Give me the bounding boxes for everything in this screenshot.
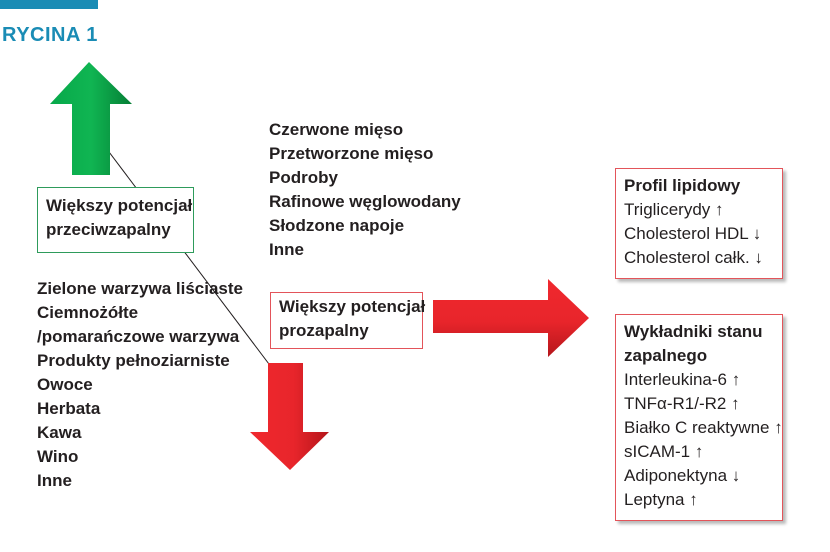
marker-item: sICAM-1 ↑ — [624, 442, 704, 461]
marker-item: TNFα-R1/-R2 ↑ — [624, 394, 740, 413]
list-item: Ciemnożółte — [37, 303, 139, 322]
list-item: /pomarańczowe warzywa — [37, 327, 240, 346]
lipid-profile-title: Profil lipidowy — [624, 176, 741, 195]
lipid-item: Cholesterol całk. ↓ — [624, 248, 763, 267]
marker-item: Białko C reaktywne ↑ — [624, 418, 783, 437]
list-item: Herbata — [37, 399, 101, 418]
pro-box-line-1: Większy potencjał — [279, 297, 426, 316]
figure-label: RYCINA 1 — [2, 24, 98, 46]
list-item: Kawa — [37, 423, 82, 442]
marker-item: Leptyna ↑ — [624, 490, 698, 509]
list-item: Wino — [37, 447, 79, 466]
marker-item: Adiponektyna ↓ — [624, 466, 741, 485]
list-item: Przetworzone mięso — [269, 144, 434, 163]
arrow-right-red-icon — [433, 279, 589, 357]
list-item: Słodzone napoje — [269, 216, 405, 235]
title-accent-bar — [0, 0, 98, 9]
inflammation-markers-box: Wykładniki stanu zapalnego Interleukina-… — [615, 314, 783, 521]
marker-item: Interleukina-6 ↑ — [624, 370, 741, 389]
list-item: Inne — [37, 471, 72, 490]
arrow-down-red-icon — [250, 363, 329, 470]
list-item: Podroby — [269, 168, 338, 187]
list-item: Zielone warzywa liściaste — [37, 279, 243, 298]
pro-box-line-2: prozapalny — [279, 321, 369, 340]
lipid-item: Cholesterol HDL ↓ — [624, 224, 762, 243]
list-item: Rafinowe węglowodany — [269, 192, 461, 211]
anti-box-line-1: Większy potencjał — [46, 196, 193, 215]
arrow-up-green-icon — [50, 62, 132, 175]
lipid-profile-box: Profil lipidowy Triglicerydy ↑ Cholester… — [615, 168, 783, 279]
anti-box-line-2: przeciwzapalny — [46, 220, 171, 239]
lipid-item: Triglicerydy ↑ — [624, 200, 724, 219]
list-item: Czerwone mięso — [269, 120, 404, 139]
pro-inflammatory-foods-list: Czerwone mięso Przetworzone mięso Podrob… — [269, 118, 461, 262]
pro-inflammatory-box: Większy potencjał prozapalny — [270, 292, 426, 349]
list-item: Inne — [269, 240, 304, 259]
connector-line — [99, 139, 279, 377]
anti-inflammatory-foods-list: Zielone warzywa liściaste Ciemnożółte /p… — [37, 277, 243, 493]
list-item: Owoce — [37, 375, 93, 394]
anti-inflammatory-box: Większy potencjał przeciwzapalny — [37, 187, 194, 253]
inflammation-title-line-1: Wykładniki stanu — [624, 322, 763, 341]
inflammation-title-line-2: zapalnego — [624, 346, 708, 365]
list-item: Produkty pełnoziarniste — [37, 351, 230, 370]
